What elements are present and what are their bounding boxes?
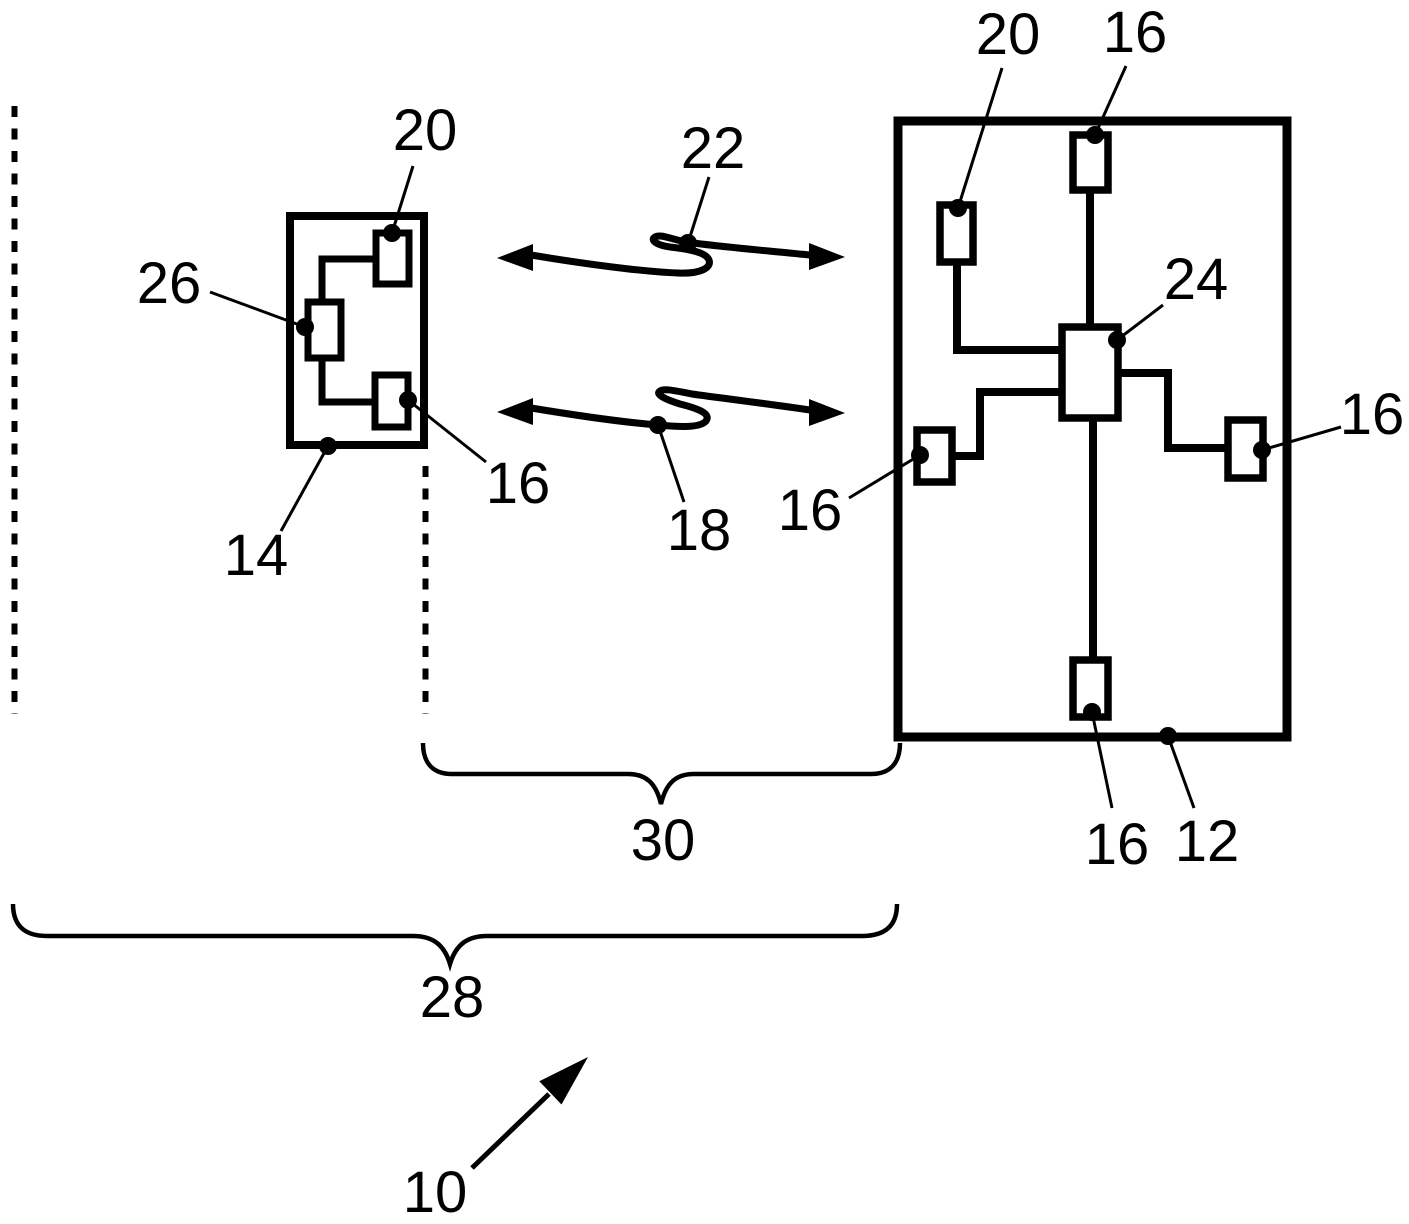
wavy-line: [530, 232, 811, 277]
dot-14: [319, 437, 337, 455]
dot-20-base: [949, 199, 967, 217]
ref-label-14: 14: [223, 523, 289, 588]
ref-label-12: 12: [1174, 809, 1240, 874]
arrowhead-up-right-icon: [539, 1057, 588, 1105]
dot-16-bottom: [1083, 703, 1101, 721]
base-wire-left-sensor: [951, 388, 1063, 460]
leader-12: [1166, 735, 1196, 809]
dot-16-left: [911, 446, 929, 464]
base-wire-right-sensor: [1117, 369, 1229, 452]
ref-label-16-left: 16: [777, 478, 843, 543]
arrowhead-left-icon: [497, 398, 533, 425]
dot-18: [649, 416, 667, 434]
ref-label-16-remote: 16: [485, 451, 551, 516]
brace-subsystem: [420, 742, 903, 805]
leader-22: [686, 176, 711, 244]
wavy-line: [530, 386, 811, 430]
dot-22: [679, 234, 697, 252]
leader-18: [656, 424, 686, 503]
brace-whole-system: [10, 903, 900, 972]
lower-wireless-link-arrow: [497, 386, 845, 430]
leader-14: [279, 445, 330, 532]
ref-label-20-remote: 20: [392, 98, 458, 163]
figure-reference-arrow: [470, 1057, 588, 1170]
upper-wireless-link-arrow: [497, 232, 845, 277]
base-unit-sensor-top: [1069, 131, 1112, 194]
dot-26: [296, 318, 314, 336]
dot-24: [1108, 331, 1126, 349]
dot-16-remote: [399, 391, 417, 409]
dot-16-right: [1253, 441, 1271, 459]
dot-20-remote: [383, 224, 401, 242]
leader-16-top: [1093, 65, 1128, 136]
ref-label-20-base: 20: [975, 2, 1041, 67]
leader-20-base: [956, 67, 1004, 209]
ref-label-28: 28: [419, 965, 485, 1030]
leader-lines: [209, 65, 1342, 809]
dot-16-top: [1086, 126, 1104, 144]
dot-12: [1159, 727, 1177, 745]
leader-16-bottom: [1090, 711, 1114, 809]
leader-16-remote: [407, 398, 487, 464]
arrowhead-right-icon: [809, 243, 845, 270]
ref-label-16-top: 16: [1102, 0, 1168, 65]
arrowhead-left-icon: [497, 244, 533, 271]
leader-16-right: [1261, 425, 1342, 452]
ref-label-16-right: 16: [1339, 382, 1405, 447]
base-wire-transceiver: [953, 261, 1063, 354]
ref-label-22: 22: [680, 116, 746, 181]
leader-16-left: [848, 453, 921, 500]
ref-label-26: 26: [136, 251, 202, 316]
ref-label-30: 30: [630, 808, 696, 873]
ref-label-24: 24: [1163, 247, 1229, 312]
ref-label-16-bottom: 16: [1084, 812, 1150, 877]
arrowhead-right-icon: [809, 399, 845, 426]
arrow-shaft: [470, 1092, 551, 1170]
leader-24: [1116, 303, 1164, 342]
leader-20-remote: [390, 165, 415, 234]
remote-wire-bottom: [318, 356, 376, 406]
leader-26: [209, 290, 306, 329]
remote-wire-top: [318, 255, 376, 303]
ref-label-10: 10: [402, 1160, 468, 1224]
leader-dots: [296, 126, 1271, 745]
ref-label-18: 18: [666, 498, 732, 563]
